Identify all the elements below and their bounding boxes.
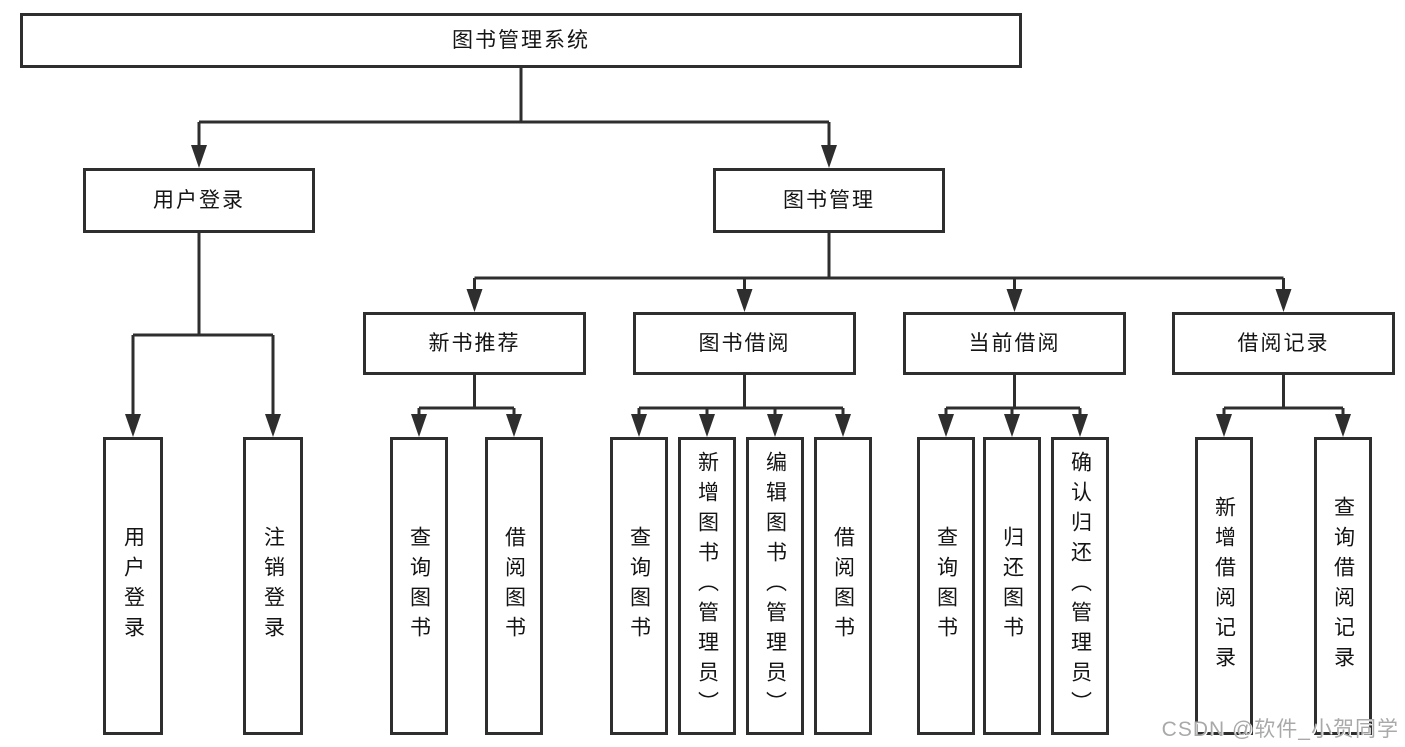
connector-current-borrow-branch bbox=[938, 375, 1088, 437]
leaf-confirm-return-admin: 确认归还（管理员） bbox=[1051, 437, 1109, 735]
node-borrow-record: 借阅记录 bbox=[1172, 312, 1395, 375]
connector-new-book-recommend-branch bbox=[411, 375, 522, 437]
node-label: 新增借阅记录 bbox=[1212, 496, 1236, 676]
node-label: 借阅图书 bbox=[502, 526, 526, 646]
connector-book-borrow-branch bbox=[631, 375, 851, 437]
connector-root-to-level2 bbox=[191, 68, 837, 168]
connector-user-login-branch bbox=[125, 233, 281, 437]
leaf-query-borrow-record: 查询借阅记录 bbox=[1314, 437, 1372, 735]
node-new-book-recommend: 新书推荐 bbox=[363, 312, 586, 375]
node-label: 查询图书 bbox=[934, 526, 958, 646]
connector-book-management-to-level3 bbox=[466, 233, 1292, 312]
node-label: 用户登录 bbox=[121, 526, 145, 646]
node-label: 注销登录 bbox=[261, 526, 285, 646]
node-label: 编辑图书（管理员） bbox=[763, 451, 787, 721]
leaf-edit-book-admin: 编辑图书（管理员） bbox=[746, 437, 804, 735]
node-library-system-root: 图书管理系统 bbox=[20, 13, 1022, 68]
node-label: 查询图书 bbox=[627, 526, 651, 646]
leaf-add-book-admin: 新增图书（管理员） bbox=[678, 437, 736, 735]
node-label: 图书管理 bbox=[783, 188, 875, 212]
node-label: 新增图书（管理员） bbox=[695, 451, 719, 721]
node-label: 新书推荐 bbox=[428, 331, 521, 355]
leaf-borrow-books-2: 借阅图书 bbox=[814, 437, 872, 735]
node-label: 借阅图书 bbox=[831, 526, 855, 646]
leaf-query-books-3: 查询图书 bbox=[917, 437, 975, 735]
leaf-query-books-2: 查询图书 bbox=[610, 437, 668, 735]
node-label: 查询借阅记录 bbox=[1331, 496, 1355, 676]
connector-borrow-record-branch bbox=[1216, 375, 1351, 437]
node-label: 借阅记录 bbox=[1237, 331, 1330, 355]
csdn-watermark: CSDN @软件_小贺同学 bbox=[1161, 718, 1399, 741]
leaf-query-books-1: 查询图书 bbox=[390, 437, 448, 735]
leaf-add-borrow-record: 新增借阅记录 bbox=[1195, 437, 1253, 735]
leaf-logout: 注销登录 bbox=[243, 437, 303, 735]
node-label: 归还图书 bbox=[1000, 526, 1024, 646]
node-label: 当前借阅 bbox=[968, 331, 1061, 355]
node-current-borrow: 当前借阅 bbox=[903, 312, 1126, 375]
node-label: 用户登录 bbox=[153, 188, 245, 212]
node-label: 图书管理系统 bbox=[452, 28, 590, 52]
node-label: 查询图书 bbox=[407, 526, 431, 646]
node-user-login: 用户登录 bbox=[83, 168, 315, 233]
leaf-user-login: 用户登录 bbox=[103, 437, 163, 735]
node-label: 确认归还（管理员） bbox=[1068, 451, 1092, 721]
leaf-return-book: 归还图书 bbox=[983, 437, 1041, 735]
node-label: 图书借阅 bbox=[698, 331, 791, 355]
node-book-management: 图书管理 bbox=[713, 168, 945, 233]
leaf-borrow-books-1: 借阅图书 bbox=[485, 437, 543, 735]
node-book-borrow: 图书借阅 bbox=[633, 312, 856, 375]
